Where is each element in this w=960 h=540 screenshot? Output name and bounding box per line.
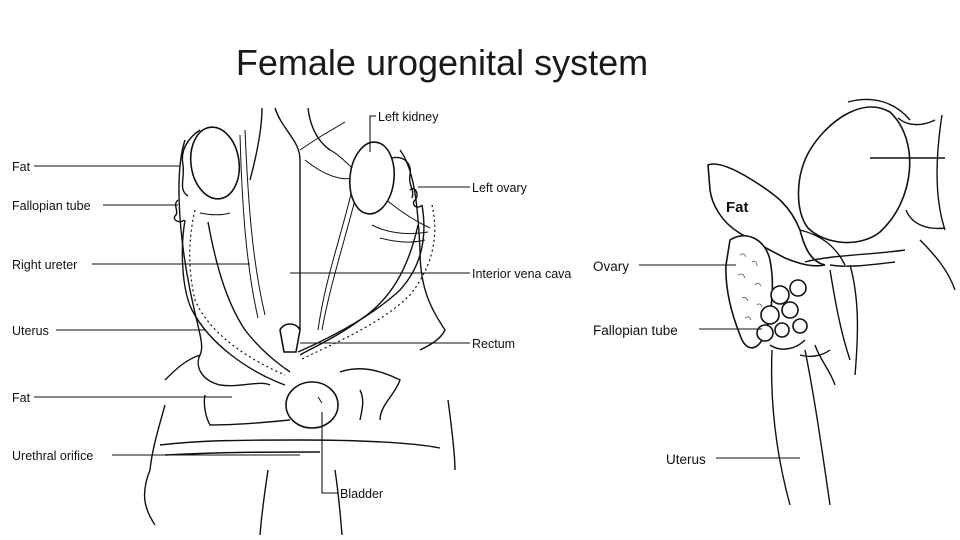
slide-title: Female urogenital system [235,42,649,83]
fallopian-tube-coils [756,279,808,350]
ovary-speckles [737,253,763,321]
main-anatomy-drawing [143,107,456,536]
label-left-ovary: Left ovary [472,181,528,195]
detail-anatomy-drawing [707,98,956,506]
label-detail-uterus: Uterus [666,452,706,467]
label-urethral-orifice: Urethral orifice [12,449,93,463]
label-fallopian-tube-left: Fallopian tube [12,199,91,213]
label-uterus-left: Uterus [12,324,49,338]
label-detail-fat: Fat [726,199,749,216]
right-label-group: Left kidney Left ovary Interior vena cav… [290,110,571,501]
leader-left-kidney [369,115,376,152]
left-label-group: Fat Fallopian tube Right ureter Uterus F… [12,160,300,463]
label-detail-ovary: Ovary [593,259,629,274]
label-right-ureter: Right ureter [12,258,77,272]
label-left-kidney: Left kidney [378,110,439,124]
label-fat-bottom: Fat [12,391,31,405]
leader-bladder [321,412,338,494]
label-detail-fallopian-tube: Fallopian tube [593,323,678,338]
detail-label-group: Fat Ovary Fallopian tube Uterus [593,199,800,467]
label-fat-top: Fat [12,160,31,174]
label-rectum: Rectum [472,337,515,351]
label-interior-vena-cava: Interior vena cava [472,267,571,281]
label-bladder: Bladder [340,487,383,501]
